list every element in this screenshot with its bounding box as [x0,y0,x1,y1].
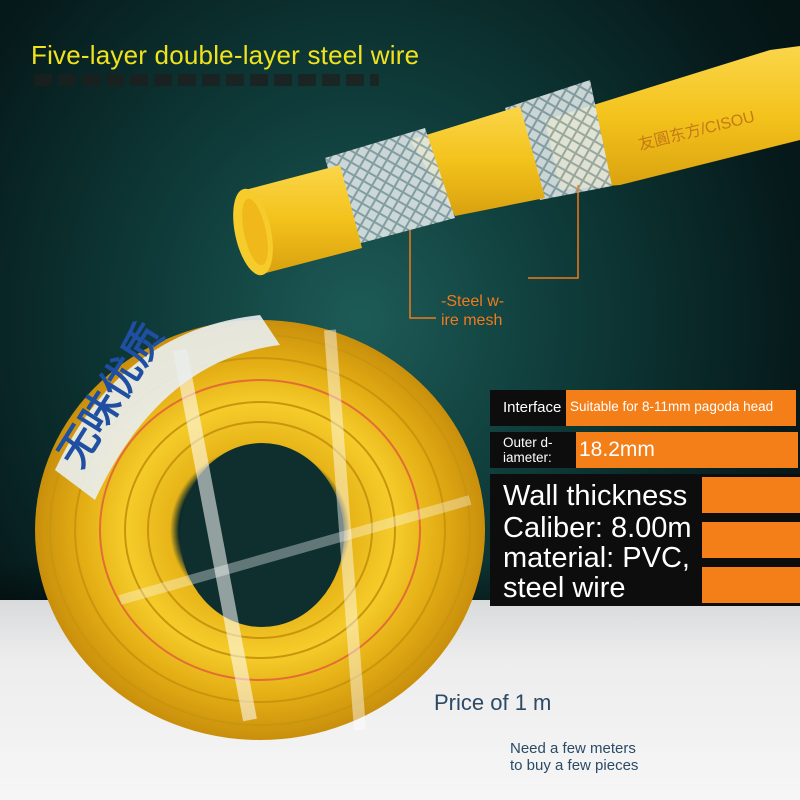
spec-steel-wire: steel wire [503,572,626,604]
spec-outer-diameter-row: Outer d- iameter: 18.2mm [490,432,798,468]
purchase-note: Need a few meters to buy a few pieces [510,740,638,774]
outer-label-line-2: iameter: [503,450,552,465]
spec-outer-diameter-label: Outer d- iameter: [490,432,576,468]
spec-interface-value: Suitable for 8-11mm pagoda head [566,390,796,426]
outer-jacket [545,46,800,190]
callout-line-1: -Steel w- [441,293,505,310]
spec-interface-row: Interface Suitable for 8-11mm pagoda hea… [490,390,796,426]
orange-value-block-2 [702,522,800,558]
spec-wall-thickness: Wall thickness [503,480,688,512]
headline-shadow-text [34,74,379,86]
hose-layers: 友圓东方/CISOU [233,46,800,276]
steel-wire-mesh-callout: -Steel w- ire mesh [441,292,561,330]
callout-leaders [409,185,579,319]
outer-label-line-1: Outer d- [503,435,553,450]
spec-caliber: Caliber: 8.00m [503,512,692,544]
spec-outer-diameter-value: 18.2mm [576,432,798,468]
spec-interface-label: Interface [490,390,566,426]
spec-material: material: PVC, [503,542,690,574]
inner-tube [245,165,362,274]
note-line-1: Need a few meters [510,740,636,757]
note-line-2: to buy a few pieces [510,757,639,774]
callout-line-2: ire mesh [441,312,503,329]
price-text: Price of 1 m [434,690,552,715]
hose-coil: 无味优质 [35,315,485,740]
headline: Five-layer double-layer steel wire [31,40,420,70]
inner-steel-mesh [325,128,455,246]
orange-value-block-1 [702,477,800,513]
orange-value-block-3 [702,567,800,603]
